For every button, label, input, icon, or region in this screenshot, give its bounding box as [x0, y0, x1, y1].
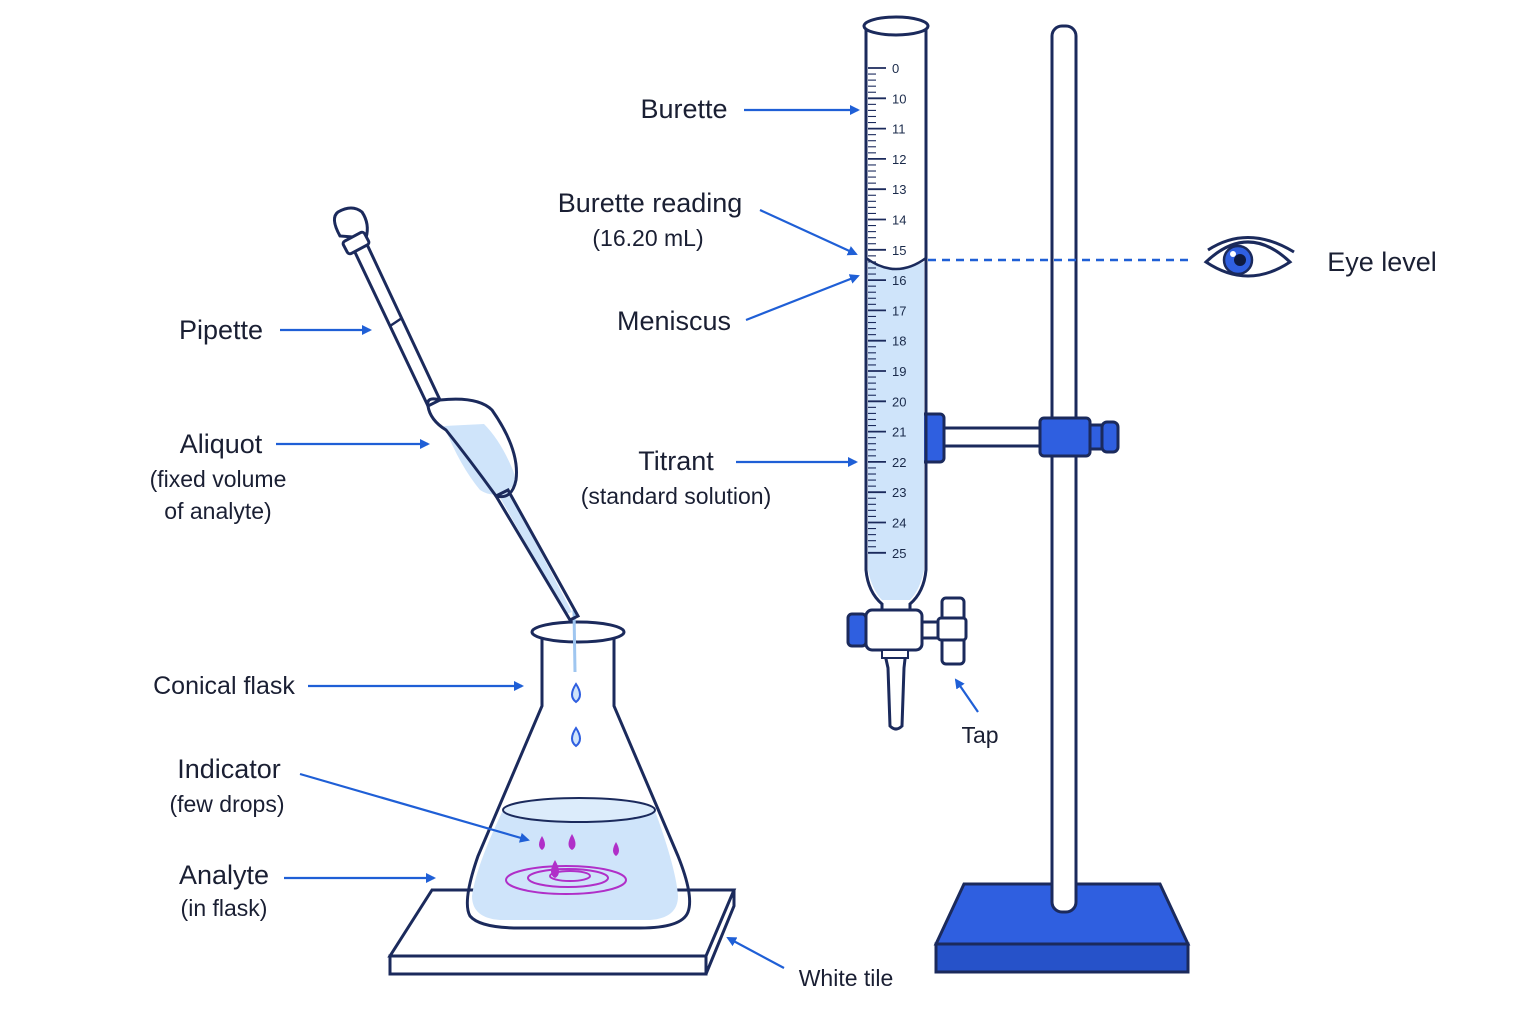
scale-number: 17	[892, 303, 906, 318]
tap-arrow	[954, 678, 979, 713]
tap-handle-grip	[936, 616, 968, 642]
titrant-liquid	[868, 262, 924, 600]
clamp-arm	[934, 426, 1048, 448]
scale-number: 16	[892, 273, 906, 288]
pipette-top	[333, 206, 369, 240]
burette-jet	[882, 648, 908, 731]
liquid-surface	[502, 797, 656, 823]
aliquot-sublabel-2: of analyte)	[164, 498, 271, 524]
retort-stand	[918, 24, 1191, 974]
boss-screw	[1088, 423, 1104, 451]
scale-number: 25	[892, 546, 906, 561]
boss-head	[1038, 416, 1092, 458]
titrant-label: Titrant	[638, 446, 714, 476]
indicator-drop	[613, 842, 619, 856]
indicator-label: Indicator	[177, 754, 281, 784]
scale-number: 11	[892, 122, 906, 137]
jet-band	[881, 649, 909, 659]
conical-flask-label: Conical flask	[153, 672, 295, 700]
falling-drop	[571, 682, 581, 704]
tap[interactable]	[846, 596, 968, 731]
indicator-drop	[539, 836, 545, 850]
burette: 0 10 11 12 13 14 15 16 17 18 19 20 21 22 23 24 25	[846, 15, 968, 731]
burette-rim	[862, 15, 930, 37]
indicator-drop	[551, 860, 559, 878]
swirl-outer	[505, 865, 627, 895]
tap-label: Tap	[961, 722, 998, 748]
pipette-mark	[389, 316, 403, 328]
scale-number: 21	[892, 425, 906, 440]
conical-flask	[465, 609, 692, 930]
scale-number: 0	[892, 61, 899, 76]
swirl-mid	[527, 868, 609, 888]
analyte-liquid	[472, 808, 678, 920]
annotation-arrows	[276, 105, 979, 969]
scale-number: 12	[892, 152, 906, 167]
burette-reading-value: (16.20 mL)	[592, 225, 703, 251]
scale-number: 18	[892, 334, 906, 349]
pipette-collar	[341, 230, 371, 256]
eye-icon	[1203, 236, 1295, 278]
flask-body	[465, 636, 692, 930]
pipette-label: Pipette	[179, 315, 263, 345]
pour-stream	[572, 609, 577, 673]
scale-number: 19	[892, 364, 906, 379]
falling-drop	[571, 726, 581, 748]
scale-number: 20	[892, 394, 906, 409]
indicator-sublabel: (few drops)	[169, 791, 284, 817]
analyte-label: Analyte	[179, 860, 269, 890]
scale-number: 14	[892, 213, 906, 228]
tap-left-cap	[846, 612, 868, 648]
scale-number: 23	[892, 485, 906, 500]
burette-label: Burette	[640, 94, 727, 124]
pipette-stem-liquid	[498, 490, 572, 614]
scale-number: 13	[892, 182, 906, 197]
titrant-sublabel: (standard solution)	[581, 483, 772, 509]
tap-body	[864, 608, 924, 652]
aliquot-liquid	[444, 424, 515, 495]
aliquot-label: Aliquot	[180, 429, 263, 459]
scale-number: 22	[892, 455, 906, 470]
tile-arrow	[726, 937, 785, 969]
scale-number: 10	[892, 91, 906, 106]
scale-number: 15	[892, 243, 906, 258]
flask-rim	[530, 620, 626, 644]
eye-level-label: Eye level	[1327, 247, 1437, 277]
burette-reading-label: Burette reading	[558, 188, 743, 218]
meniscus-arrow	[745, 274, 860, 322]
boss-knob	[1100, 420, 1120, 454]
labels: Burette Burette reading (16.20 mL) Menis…	[150, 94, 1437, 991]
pipette	[333, 206, 581, 622]
swirl-inner	[549, 870, 591, 882]
pipette-bulb	[426, 397, 518, 499]
pipette-lower-stem	[493, 488, 581, 622]
scale-number: 24	[892, 516, 906, 531]
reading-arrow	[759, 209, 858, 256]
indicator-arrow	[299, 772, 530, 843]
analyte-sublabel: (in flask)	[181, 895, 268, 921]
white-tile-label: White tile	[799, 965, 894, 991]
aliquot-sublabel-1: (fixed volume	[150, 466, 287, 492]
meniscus-label: Meniscus	[617, 306, 731, 336]
indicator-drop	[568, 834, 576, 850]
burette-scale: 0 10 11 12 13 14 15 16 17 18 19 20 21 22 23 24 25	[868, 61, 906, 561]
stand-base-front	[934, 942, 1190, 974]
stand-rod	[1050, 24, 1078, 914]
